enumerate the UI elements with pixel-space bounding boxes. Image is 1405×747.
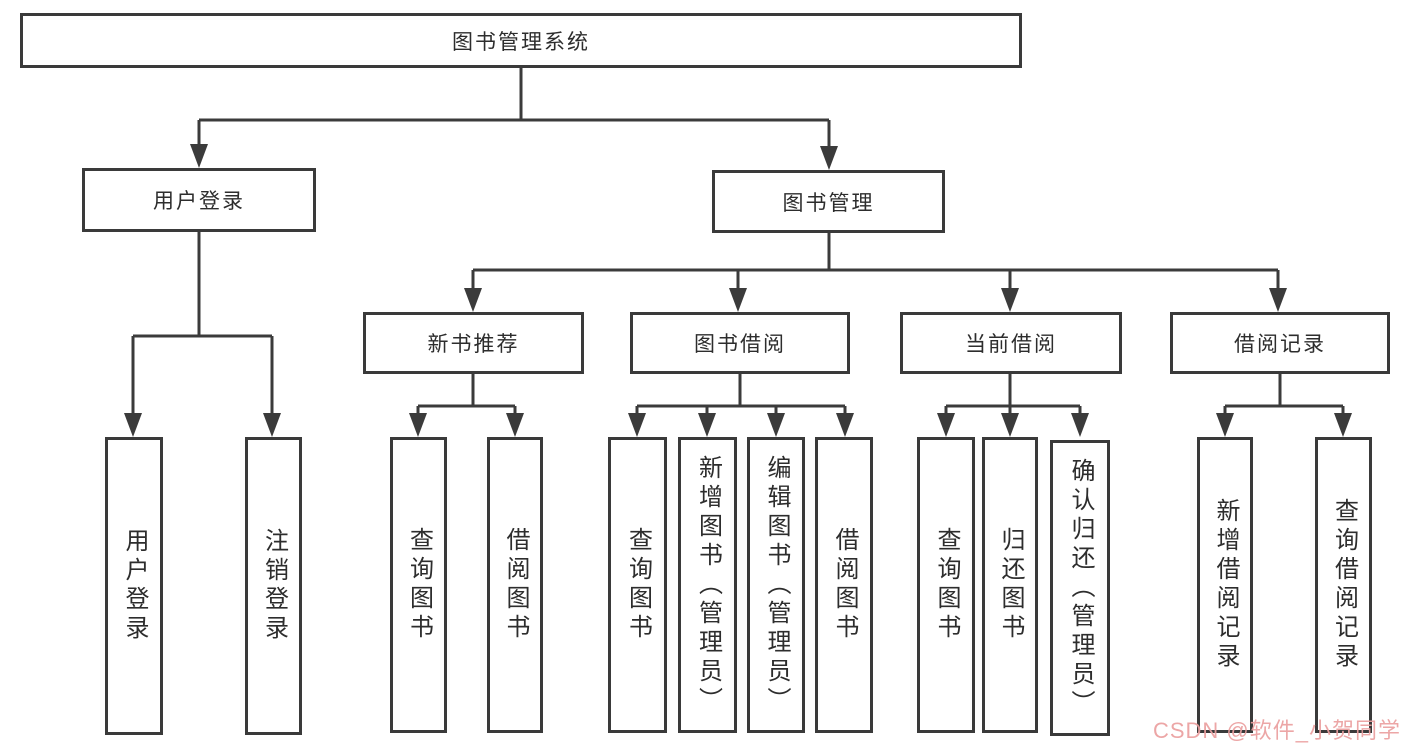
leaf-logout-login-label: 注销登录 — [260, 528, 288, 644]
arrowhead-icon — [464, 288, 482, 312]
leaf-br-query-record: 查询借阅记录 — [1315, 437, 1372, 733]
node-root-label: 图书管理系统 — [452, 30, 590, 54]
node-borrow-record-label: 借阅记录 — [1234, 333, 1326, 356]
watermark-text: CSDN @软件_小贺同学 — [1152, 718, 1401, 743]
node-user-login: 用户登录 — [82, 168, 316, 232]
leaf-user-login: 用户登录 — [105, 437, 163, 735]
leaf-logout-login: 注销登录 — [245, 437, 302, 735]
arrowhead-icon — [1216, 413, 1234, 437]
node-root: 图书管理系统 — [20, 13, 1022, 68]
arrowhead-icon — [124, 413, 142, 437]
node-new-book-recommend: 新书推荐 — [363, 312, 584, 374]
arrowhead-icon — [767, 413, 785, 437]
node-new-book-recommend-label: 新书推荐 — [427, 333, 520, 356]
node-current-borrow: 当前借阅 — [900, 312, 1122, 374]
arrowhead-icon — [409, 413, 427, 437]
leaf-nb-borrow-book-label: 借阅图书 — [502, 527, 529, 643]
leaf-br-add-record-label: 新增借阅记录 — [1212, 498, 1239, 672]
leaf-cb-return-book: 归还图书 — [982, 437, 1038, 733]
leaf-nb-borrow-book: 借阅图书 — [487, 437, 543, 733]
arrowhead-icon — [628, 413, 646, 437]
leaf-br-add-record: 新增借阅记录 — [1197, 437, 1253, 733]
node-book-management: 图书管理 — [712, 170, 945, 233]
arrowhead-icon — [506, 413, 524, 437]
node-book-borrow-label: 图书借阅 — [694, 333, 786, 356]
leaf-bb-edit-book-admin-label: 编辑图书（管理员） — [763, 454, 790, 716]
leaf-bb-borrow-book: 借阅图书 — [815, 437, 873, 733]
arrowhead-icon — [937, 413, 955, 437]
node-current-borrow-label: 当前借阅 — [965, 333, 1057, 356]
connector-lines — [131, 68, 1345, 417]
leaf-cb-return-book-label: 归还图书 — [997, 527, 1024, 643]
arrowhead-icon — [820, 146, 838, 170]
leaf-nb-query-book-label: 查询图书 — [405, 527, 433, 643]
arrowhead-icon — [1269, 288, 1287, 312]
arrowhead-icon — [1334, 413, 1352, 437]
node-book-management-label: 图书管理 — [782, 191, 875, 215]
leaf-cb-confirm-return-admin-label: 确认归还（管理员） — [1067, 457, 1094, 719]
leaf-cb-query-book: 查询图书 — [917, 437, 975, 733]
arrowheads — [124, 144, 1352, 437]
leaf-cb-query-book-label: 查询图书 — [933, 527, 960, 643]
leaf-bb-query-book: 查询图书 — [608, 437, 667, 733]
leaf-bb-edit-book-admin: 编辑图书（管理员） — [747, 437, 805, 733]
leaf-br-query-record-label: 查询借阅记录 — [1330, 498, 1358, 672]
arrowhead-icon — [729, 288, 747, 312]
leaf-cb-confirm-return-admin: 确认归还（管理员） — [1050, 440, 1110, 736]
arrowhead-icon — [1001, 288, 1019, 312]
leaf-user-login-label: 用户登录 — [121, 528, 148, 644]
arrowhead-icon — [190, 144, 208, 168]
node-user-login-label: 用户登录 — [153, 190, 245, 213]
leaf-bb-borrow-book-label: 借阅图书 — [831, 527, 858, 643]
leaf-bb-add-book-admin: 新增图书（管理员） — [678, 437, 737, 733]
arrowhead-icon — [1071, 413, 1089, 437]
leaf-bb-add-book-admin-label: 新增图书（管理员） — [694, 454, 722, 716]
leaf-nb-query-book: 查询图书 — [390, 437, 447, 733]
arrowhead-icon — [836, 413, 854, 437]
arrowhead-icon — [263, 413, 281, 437]
leaf-bb-query-book-label: 查询图书 — [624, 527, 652, 643]
arrowhead-icon — [698, 413, 716, 437]
node-borrow-record: 借阅记录 — [1170, 312, 1390, 374]
node-book-borrow: 图书借阅 — [630, 312, 850, 374]
arrowhead-icon — [1001, 413, 1019, 437]
